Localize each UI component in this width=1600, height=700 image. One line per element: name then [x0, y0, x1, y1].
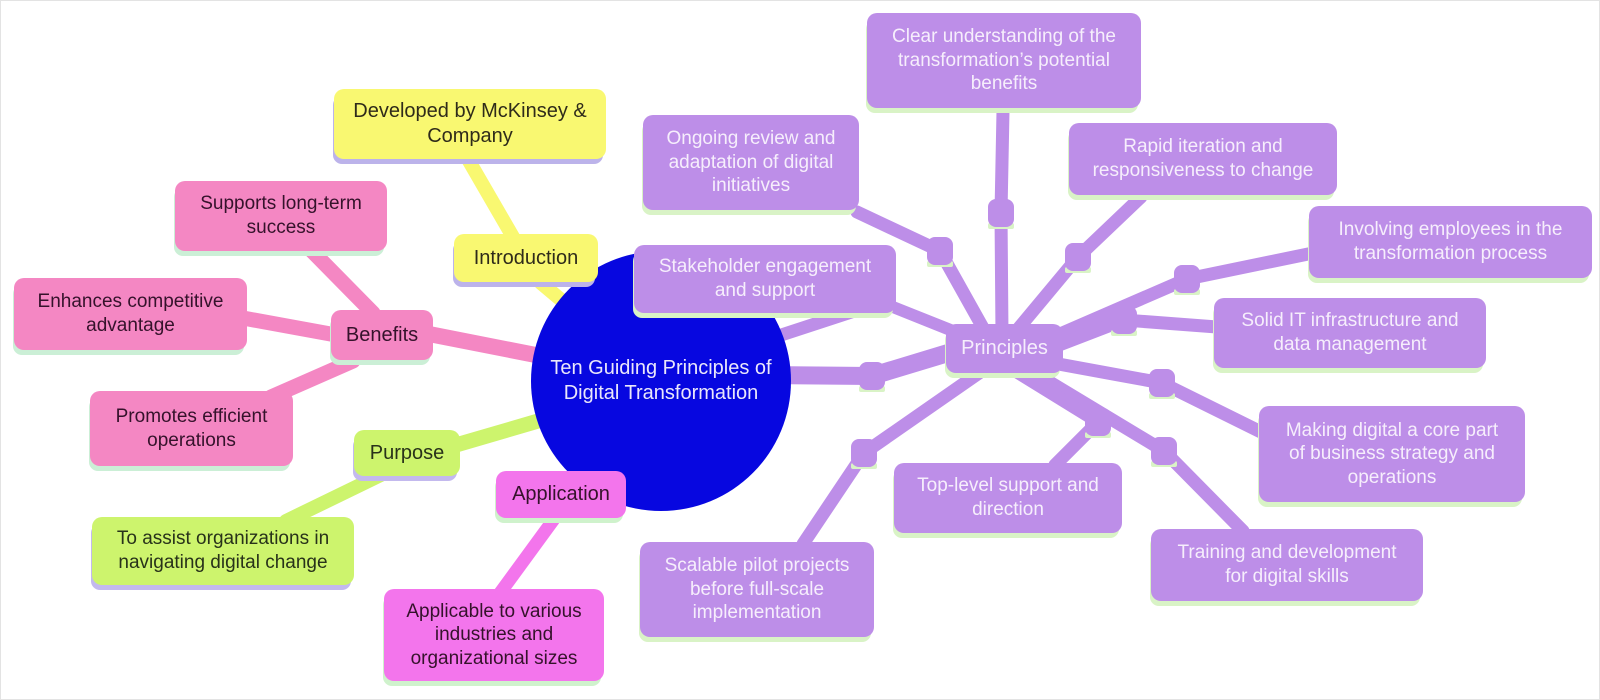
node-label: Making digital a core part of business s…	[1285, 419, 1499, 488]
node-label: Solid IT infrastructure and data managem…	[1241, 310, 1459, 355]
node-training-development[interactable]: Training and development for digital ski…	[1151, 529, 1423, 601]
edge-joint-3	[1065, 243, 1091, 271]
node-application[interactable]: Application	[496, 471, 626, 518]
node-involving-employees[interactable]: Involving employees in the transformatio…	[1309, 206, 1592, 278]
edge-joint-8	[1085, 408, 1111, 436]
node-promotes-operations[interactable]: Promotes efficient operations	[90, 391, 293, 466]
edge-joint-6	[1149, 369, 1175, 397]
node-label: Introduction	[473, 246, 579, 269]
node-label: Involving employees in the transformatio…	[1338, 219, 1563, 264]
edge-purpose-assist	[279, 464, 396, 528]
node-label: Training and development for digital ski…	[1177, 542, 1397, 587]
node-label: Enhances competitive advantage	[37, 291, 224, 336]
node-assist-organizations[interactable]: To assist organizations in navigating di…	[92, 517, 354, 585]
node-label: Scalable pilot projects before full-scal…	[664, 555, 850, 624]
node-enhances-advantage[interactable]: Enhances competitive advantage	[14, 278, 247, 350]
node-label: Promotes efficient operations	[115, 405, 268, 451]
node-label: Applicable to various industries and org…	[406, 600, 582, 669]
node-stakeholder-support[interactable]: Stakeholder engagement and support	[634, 245, 896, 313]
node-label: Developed by McKinsey & Company	[353, 100, 587, 147]
node-developed-by-mckinsey[interactable]: Developed by McKinsey & Company	[334, 89, 606, 159]
edge-application-applicable	[493, 508, 564, 600]
node-solid-it[interactable]: Solid IT infrastructure and data managem…	[1214, 298, 1486, 368]
node-top-level-support[interactable]: Top-level support and direction	[894, 463, 1122, 533]
node-label: Supports long-term success	[200, 193, 362, 238]
edge-joint-2	[988, 199, 1014, 227]
node-label: Rapid iteration and responsiveness to ch…	[1092, 136, 1314, 181]
node-label: Application	[512, 483, 610, 506]
node-rapid-iteration[interactable]: Rapid iteration and responsiveness to ch…	[1069, 123, 1337, 195]
edge-joint-0	[859, 362, 885, 390]
edge-joint-4	[1174, 265, 1200, 293]
edge-joint-7	[1151, 437, 1177, 465]
central-topic-label: Ten Guiding Principles of Digital Transf…	[550, 357, 772, 404]
node-clear-understanding[interactable]: Clear understanding of the transformatio…	[867, 13, 1141, 108]
edge-benefits-enhances	[235, 310, 344, 343]
edge-joint-1	[927, 237, 953, 265]
node-principles[interactable]: Principles	[946, 324, 1063, 373]
node-scalable-pilots[interactable]: Scalable pilot projects before full-scal…	[640, 542, 874, 637]
node-label: Principles	[961, 337, 1048, 360]
edge-benefits-supports	[301, 240, 381, 321]
node-supports-success[interactable]: Supports long-term success	[175, 181, 387, 251]
node-ongoing-review[interactable]: Ongoing review and adaptation of digital…	[643, 115, 859, 210]
edge-joint-9	[851, 439, 877, 467]
edge-mckinsey-introduction	[462, 154, 520, 244]
node-label: Purpose	[369, 441, 445, 464]
node-applicable-industries[interactable]: Applicable to various industries and org…	[384, 589, 604, 681]
node-making-digital-core[interactable]: Making digital a core part of business s…	[1259, 406, 1525, 502]
node-purpose[interactable]: Purpose	[354, 430, 460, 476]
node-introduction[interactable]: Introduction	[454, 234, 598, 282]
node-label: To assist organizations in navigating di…	[116, 528, 330, 573]
node-label: Stakeholder engagement and support	[658, 256, 872, 301]
node-label: Clear understanding of the transformatio…	[892, 26, 1116, 95]
node-label: Benefits	[345, 323, 419, 346]
node-label: Ongoing review and adaptation of digital…	[666, 128, 836, 197]
edge-joint-5	[1111, 306, 1137, 334]
node-benefits[interactable]: Benefits	[331, 310, 433, 360]
node-label: Top-level support and direction	[917, 475, 1099, 520]
